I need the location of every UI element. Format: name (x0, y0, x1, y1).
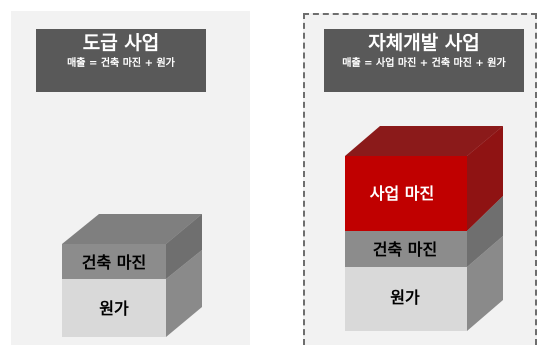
right-stack: 사업 마진 건축 마진 원가 (345, 126, 503, 331)
left-construction-margin-block (62, 244, 166, 279)
right-cost-side (467, 236, 503, 331)
left-cost-label: 원가 (99, 299, 129, 318)
left-top-face (62, 214, 202, 244)
left-construction-margin-label: 건축 마진 (82, 253, 146, 272)
right-construction-margin-block (345, 231, 467, 267)
right-cost-block (345, 267, 467, 331)
contract-business-title-box: 도급 사업 매출 = 건축 마진 + 원가 (36, 29, 206, 92)
right-construction-margin-side (467, 196, 503, 267)
contract-business-title: 도급 사업 (82, 32, 160, 54)
self-development-formula: 매출 = 사업 마진 + 건축 마진 + 원가 (342, 58, 506, 69)
right-business-margin-label: 사업 마진 (370, 184, 434, 203)
left-construction-margin-side (166, 214, 202, 279)
right-business-margin-block (345, 156, 467, 231)
self-development-title-box: 자체개발 사업 매출 = 사업 마진 + 건축 마진 + 원가 (324, 29, 524, 92)
right-top-face (345, 126, 503, 156)
contract-business-formula: 매출 = 건축 마진 + 원가 (67, 58, 175, 69)
self-development-title: 자체개발 사업 (368, 32, 480, 54)
left-stack: 건축 마진 원가 (62, 214, 202, 337)
left-cost-side (166, 250, 202, 337)
left-cost-block (62, 279, 166, 337)
right-cost-label: 원가 (390, 288, 420, 307)
right-construction-margin-label: 건축 마진 (373, 240, 437, 259)
